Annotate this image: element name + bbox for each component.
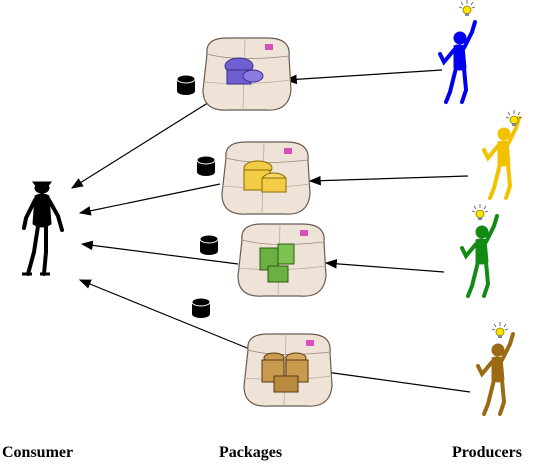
arrow-yellow-package-to-consumer [78, 183, 221, 216]
lightbulb-blue-icon [458, 0, 476, 17]
producer-brown-figure-icon [476, 332, 515, 416]
lightbulb-brown-icon [491, 321, 509, 339]
package-yellow-icon [221, 141, 311, 215]
producer-to-package-arrows [284, 69, 471, 393]
disk-yellow-icon [196, 155, 216, 177]
disk-brown-icon [191, 297, 211, 319]
disk-green-icon [199, 234, 219, 256]
arrow-blue-package-to-consumer [70, 93, 223, 189]
consumer-label: Consumer [2, 444, 74, 461]
arrow-blue-producer-to-package [284, 69, 443, 85]
arrow-green-package-to-consumer [80, 240, 239, 265]
lightbulb-yellow-icon [505, 109, 523, 127]
producers-label: Producers [452, 444, 522, 461]
disk-blue-icon [176, 74, 196, 96]
lightbulb-green-icon [471, 203, 489, 221]
packages-label: Packages [219, 444, 283, 461]
package-to-consumer-arrows [70, 93, 253, 351]
arrow-yellow-producer-to-package [308, 175, 469, 186]
producer-green-figure-icon [460, 214, 499, 298]
package-green-icon [237, 223, 327, 297]
producer-blue-figure-icon [438, 20, 477, 104]
arrow-brown-package-to-consumer [78, 279, 253, 351]
package-brown-icon [243, 333, 333, 407]
producer-yellow-figure-icon [482, 116, 521, 200]
consumer-figure-icon [22, 181, 64, 276]
package-blue-icon [202, 37, 292, 111]
arrow-green-producer-to-package [324, 259, 445, 273]
arrow-brown-producer-to-package [325, 371, 471, 393]
